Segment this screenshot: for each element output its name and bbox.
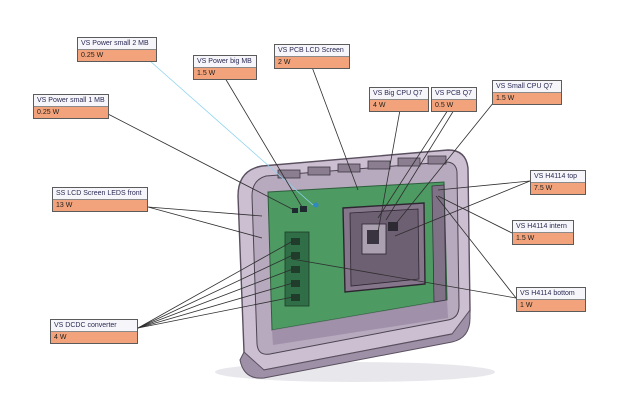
callout-value: 1 W (517, 300, 585, 311)
dcdc-component (284, 231, 310, 307)
callout-value: 0.5 W (432, 100, 476, 111)
callout-small-cpu: VS Small CPU Q7 1.5 W (492, 80, 562, 105)
h4114-strip (431, 184, 447, 303)
callout-label: VS Big CPU Q7 (370, 88, 428, 100)
housing-side (239, 308, 471, 379)
power-big-component (300, 206, 307, 212)
callout-h4114-top: VS H4114 top 7.5 W (530, 170, 586, 195)
callout-power-big: VS Power big MB 1.5 W (193, 55, 257, 80)
callout-label: VS H4114 top (531, 171, 585, 183)
callout-label: VS Power small 1 MB (34, 95, 108, 107)
callout-value: 4 W (51, 332, 137, 343)
callout-value: 13 W (53, 200, 147, 211)
power-small-component (292, 208, 298, 213)
power-small2-component (313, 202, 319, 208)
callout-dcdc: VS DCDC converter 4 W (50, 319, 138, 344)
callout-value: 0.25 W (34, 107, 108, 118)
callout-value: 1.5 W (194, 68, 256, 79)
q7-module (342, 202, 426, 293)
callout-pcb-q7: VS PCB Q7 0.5 W (431, 87, 477, 112)
callout-label: VS Power big MB (194, 56, 256, 68)
callout-label: VS Small CPU Q7 (493, 81, 561, 93)
callout-value: 1.5 W (493, 93, 561, 104)
callout-value: 7.5 W (531, 183, 585, 194)
callout-value: 4 W (370, 100, 428, 111)
callout-lcd-leds: SS LCD Screen LEDS front 13 W (52, 187, 148, 212)
callout-label: VS DCDC converter (51, 320, 137, 332)
pcb-lower (272, 300, 448, 345)
callout-label: VS H4114 intern (513, 221, 573, 233)
callout-big-cpu: VS Big CPU Q7 4 W (369, 87, 429, 112)
callout-h4114-bottom: VS H4114 bottom 1 W (516, 287, 586, 312)
callout-label: VS H4114 bottom (517, 288, 585, 300)
callout-label: VS PCB LCD Screen (275, 45, 349, 57)
callout-label: SS LCD Screen LEDS front (53, 188, 147, 200)
callout-label: VS Power small 2 MB (78, 38, 156, 50)
callout-label: VS PCB Q7 (432, 88, 476, 100)
callout-value: 1.5 W (513, 233, 573, 244)
callout-h4114-intern: VS H4114 intern 1.5 W (512, 220, 574, 245)
callout-power-small-1: VS Power small 1 MB 0.25 W (33, 94, 109, 119)
top-tabs (277, 155, 447, 179)
callout-power-small-2: VS Power small 2 MB 0.25 W (77, 37, 157, 62)
callout-value: 2 W (275, 57, 349, 68)
callout-value: 0.25 W (78, 50, 156, 61)
callout-pcb-lcd: VS PCB LCD Screen 2 W (274, 44, 350, 69)
leader-lines (107, 60, 531, 329)
